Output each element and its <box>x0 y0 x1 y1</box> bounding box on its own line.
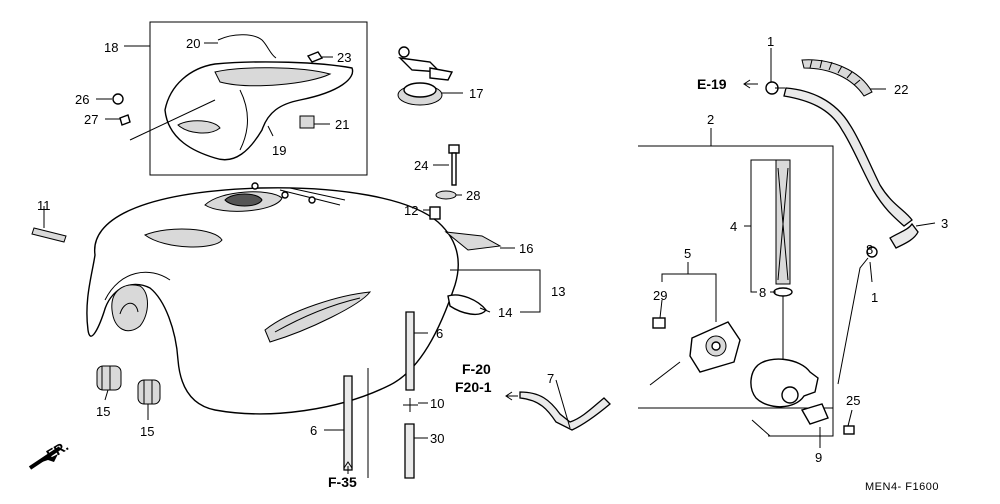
front-direction-arrow <box>28 446 62 470</box>
label-21: 21 <box>335 117 349 132</box>
hose-part-7 <box>519 391 611 431</box>
label-6-lower: 6 <box>310 423 317 438</box>
label-19: 19 <box>272 143 286 158</box>
label-26: 26 <box>75 92 89 107</box>
cover-group-box <box>149 21 368 176</box>
label-1-upper: 1 <box>767 34 774 49</box>
protector-part-22 <box>801 59 873 97</box>
hose-part-3 <box>783 87 913 227</box>
e19-arrow <box>743 79 758 89</box>
leader-lines <box>43 42 936 448</box>
label-3: 3 <box>941 216 948 231</box>
hose-part-30 <box>404 423 415 479</box>
clamp-part-8-right <box>866 246 878 258</box>
label-2: 2 <box>707 112 714 127</box>
ref-f20: F-20 <box>462 361 491 377</box>
fuel-cap-part-17 <box>397 46 454 106</box>
label-8-lower: 8 <box>759 285 766 300</box>
label-24: 24 <box>414 158 428 173</box>
label-11: 11 <box>37 198 51 213</box>
label-20: 20 <box>186 36 200 51</box>
label-5: 5 <box>684 246 691 261</box>
ref-f35: F-35 <box>328 474 357 490</box>
hose-part-6-upper <box>405 311 415 391</box>
label-25: 25 <box>846 393 860 408</box>
footer-code: MEN4- F1600 <box>865 481 939 493</box>
emblem-part-11 <box>31 227 67 243</box>
fuel-valve-body <box>750 358 829 425</box>
washer-part-27 <box>119 114 131 126</box>
label-6-upper: 6 <box>436 326 443 341</box>
label-12: 12 <box>404 203 418 218</box>
ref-e19: E-19 <box>697 76 727 92</box>
label-1-lower: 1 <box>871 290 878 305</box>
label-10: 10 <box>430 396 444 411</box>
damper-part-15-b <box>137 379 161 405</box>
wire-part-20 <box>217 34 277 59</box>
bolt-part-26 <box>112 93 124 105</box>
diaphragm-part-5 <box>689 321 741 373</box>
f35-arrow <box>343 461 353 474</box>
label-17: 17 <box>469 86 483 101</box>
strainer-part-4 <box>773 159 793 297</box>
label-4: 4 <box>730 219 737 234</box>
label-13: 13 <box>551 284 565 299</box>
ref-f20-1: F20-1 <box>455 379 492 395</box>
hose-part-6-lower <box>343 375 353 471</box>
label-15-a: 15 <box>96 404 110 419</box>
label-7: 7 <box>547 371 554 386</box>
label-23: 23 <box>337 50 351 65</box>
grommet-part-21 <box>299 115 315 129</box>
label-16: 16 <box>519 241 533 256</box>
fuel-tank <box>86 182 459 415</box>
mount-hardware <box>429 144 502 316</box>
f20-arrow <box>505 391 518 401</box>
label-29: 29 <box>653 288 667 303</box>
label-8-right: 8 <box>866 242 873 257</box>
label-14: 14 <box>498 305 512 320</box>
label-15-b: 15 <box>140 424 154 439</box>
label-22: 22 <box>894 82 908 97</box>
label-18: 18 <box>104 40 118 55</box>
damper-part-15-a <box>96 365 122 391</box>
fuel-valve-group-box <box>638 145 834 409</box>
part-number-labels: 20 23 18 26 27 21 19 17 24 28 12 16 13 1… <box>37 34 948 465</box>
label-27: 27 <box>84 112 98 127</box>
label-9: 9 <box>815 450 822 465</box>
clip-part-23 <box>306 51 324 63</box>
clip-part-10 <box>403 398 418 412</box>
hose-part-3-end <box>889 222 919 249</box>
screw-part-29 <box>652 317 666 329</box>
label-28: 28 <box>466 188 480 203</box>
screw-part-25 <box>843 425 855 435</box>
tank-cover <box>164 61 354 161</box>
label-30: 30 <box>430 431 444 446</box>
